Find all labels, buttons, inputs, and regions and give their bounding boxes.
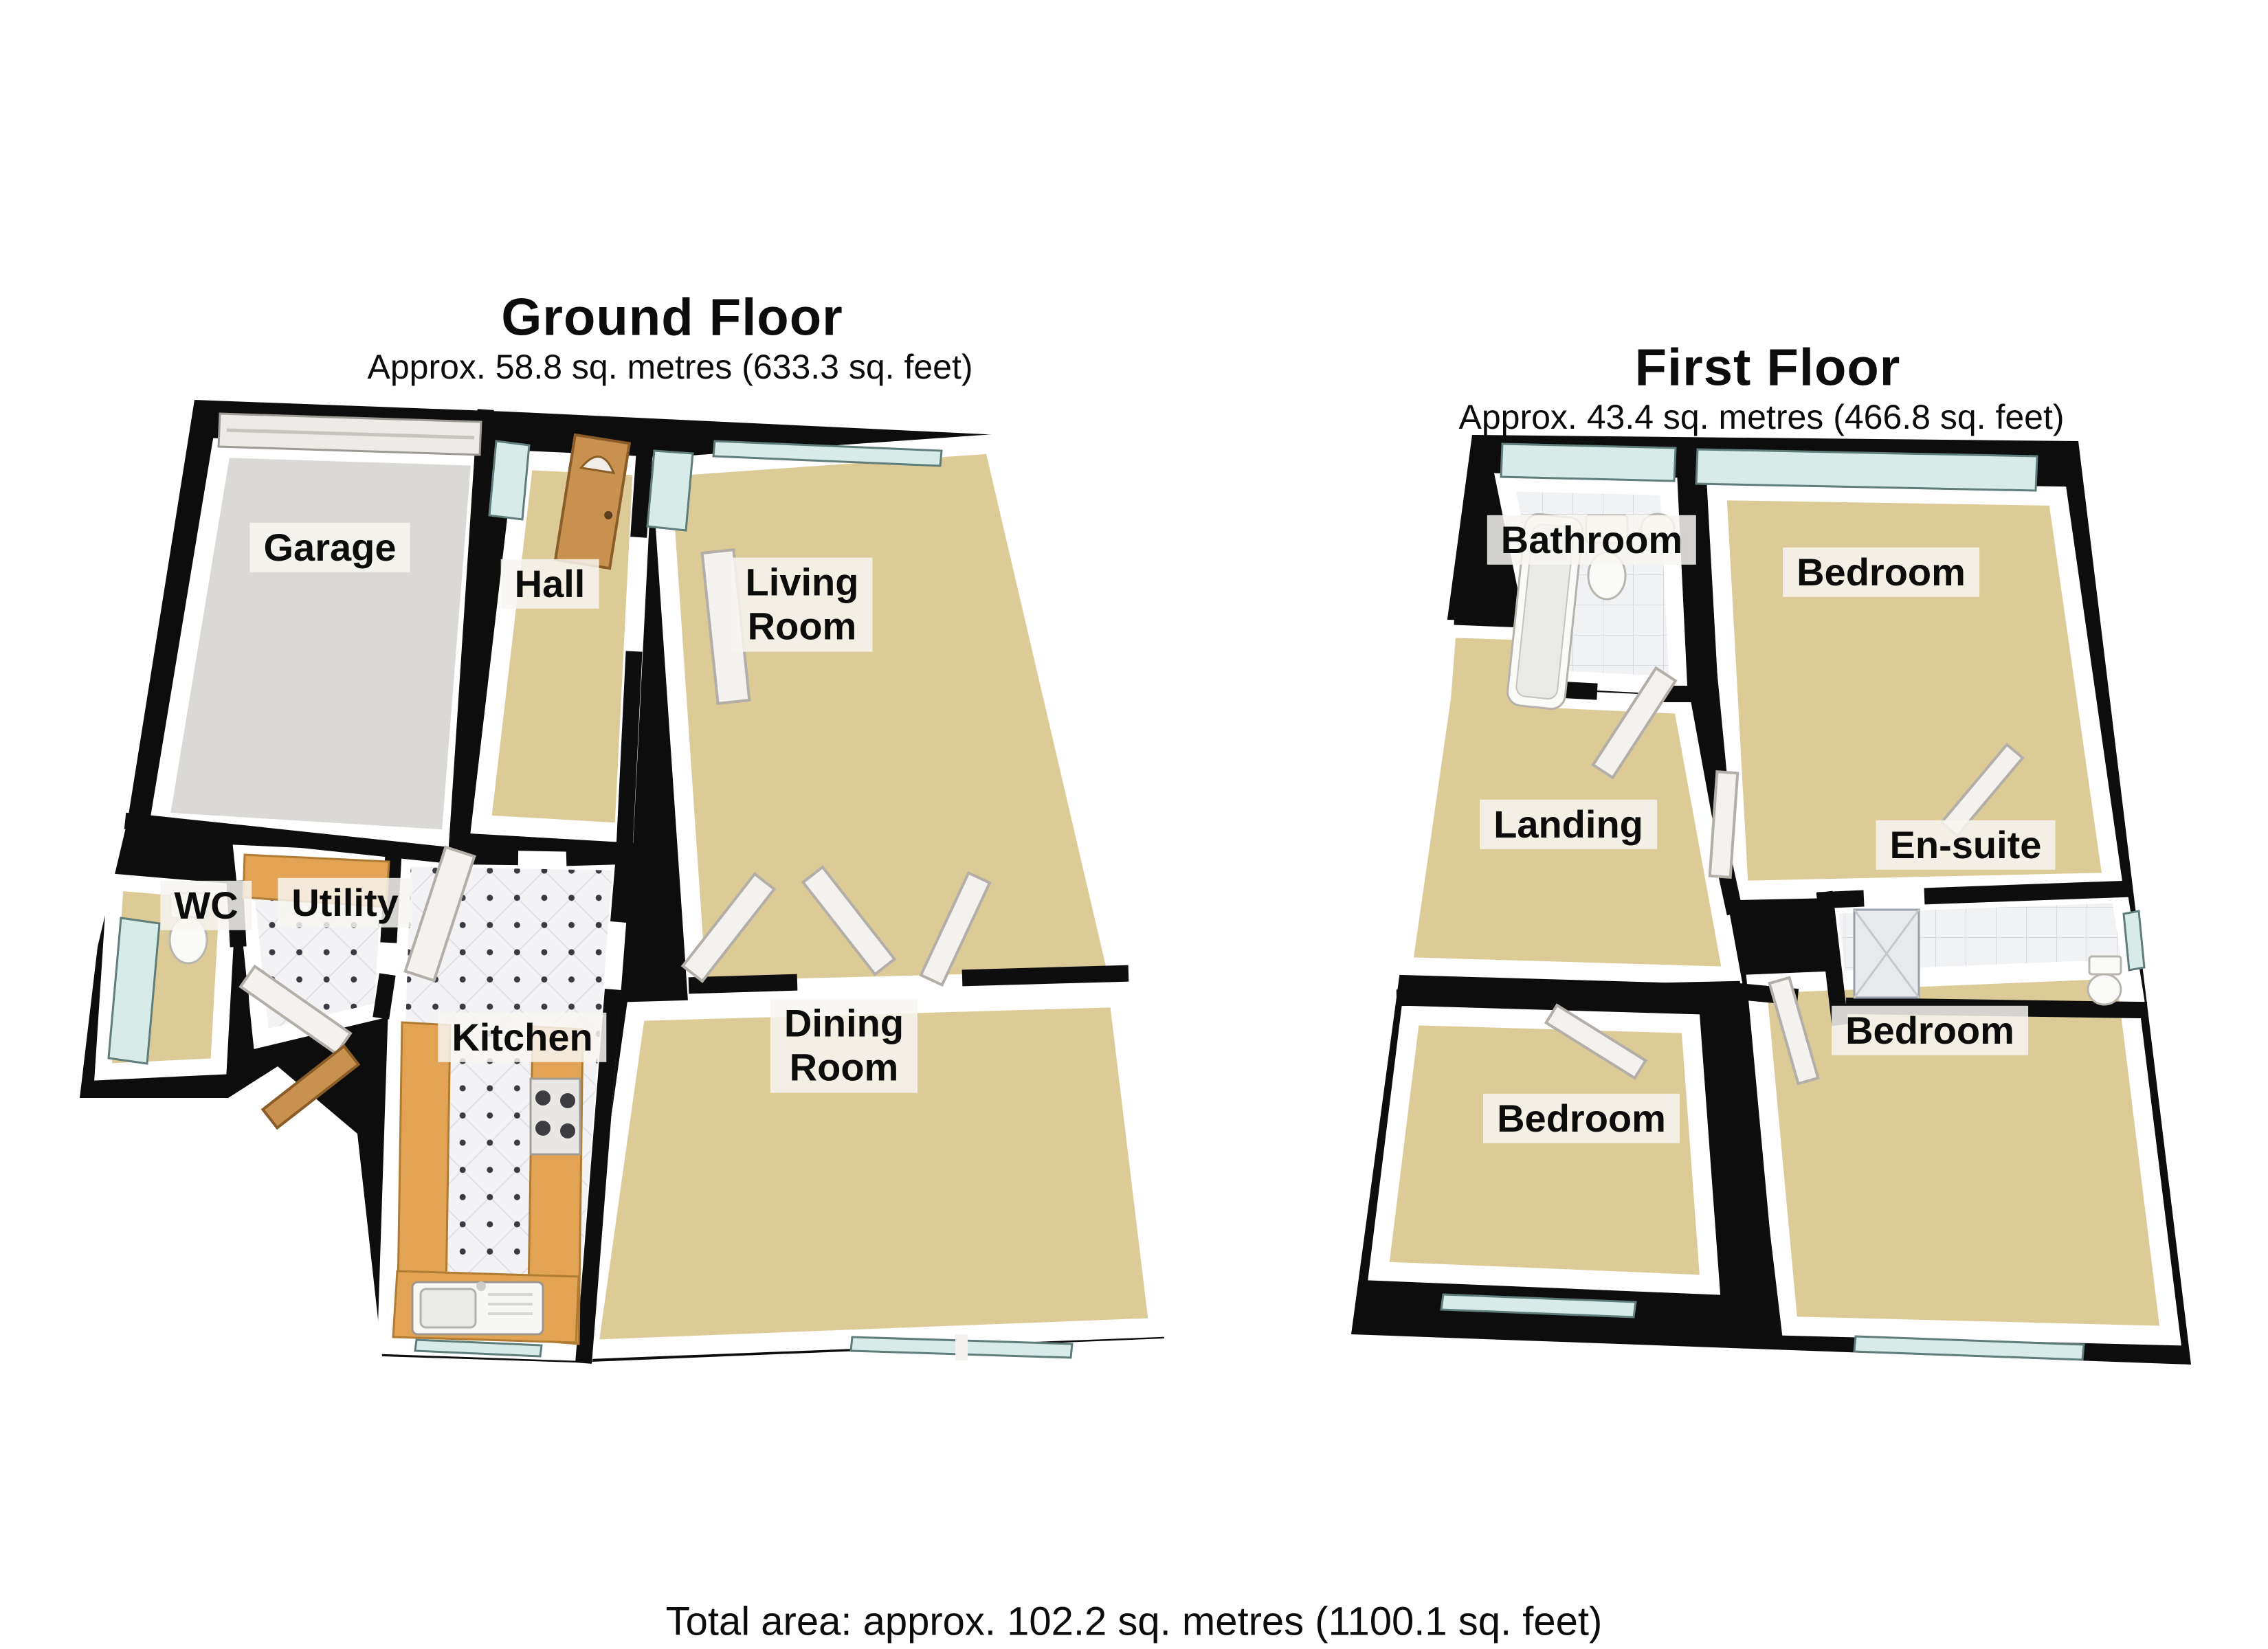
room-label-bedroom-1: Bedroom [1783, 547, 1979, 598]
first-floor-plan [1351, 435, 2191, 1365]
bedroom-2-floor [1746, 958, 2181, 1346]
ensuite-shower-icon [1853, 908, 1920, 999]
hall-sidelight-window-left [488, 440, 531, 521]
bedroom-3-window [1440, 1293, 1637, 1319]
bedroom-3-door [1544, 1003, 1648, 1080]
room-label-hall: Hall [500, 559, 599, 609]
room-label-landing: Landing [1480, 799, 1657, 850]
back-door [260, 1044, 361, 1130]
first-floor-title: First Floor [1634, 338, 1901, 397]
room-label-wc: WC [160, 880, 252, 931]
hall-sidelight-window-right [646, 449, 694, 532]
bathroom-door [1591, 666, 1678, 780]
room-label-bedroom-3: Bedroom [1483, 1093, 1680, 1144]
bedroom-1-door [1708, 770, 1739, 879]
total-area-text: Total area: approx. 102.2 sq. metres (11… [665, 1599, 1603, 1644]
room-label-dining-room: Dining Room [770, 998, 918, 1093]
wc-utility-door [238, 964, 353, 1056]
dining-patio-frame [955, 1334, 968, 1360]
living-dining-door [919, 871, 992, 987]
hall-kitchen-door [403, 845, 476, 983]
bedroom-2-window [1853, 1335, 2085, 1361]
room-label-kitchen: Kitchen [438, 1012, 607, 1063]
kitchen-hob [529, 1077, 581, 1156]
kitchen-sink [411, 1281, 544, 1336]
ensuite-window [2122, 910, 2146, 972]
kitchen-dining-door-left [680, 872, 777, 983]
room-label-garage: Garage [249, 522, 410, 573]
garage-door-line [226, 428, 475, 440]
dining-room-floor [577, 987, 1170, 1360]
ground-floor-title: Ground Floor [501, 288, 843, 347]
bedroom-2-door [1768, 976, 1820, 1086]
room-label-ensuite: En-suite [1876, 820, 2056, 871]
garage-floor [148, 438, 492, 850]
bedroom-1-window [1695, 448, 2038, 492]
room-label-utility: Utility [278, 877, 412, 928]
wc-bay-window [107, 917, 161, 1065]
bathroom-window [1500, 442, 1677, 482]
living-room-window [712, 440, 943, 467]
ground-floor-subtitle: Approx. 58.8 sq. metres (633.3 sq. feet) [367, 348, 973, 386]
room-label-living-room: Living Room [731, 557, 873, 652]
room-label-bedroom-2: Bedroom [1832, 1005, 2028, 1056]
room-label-bathroom: Bathroom [1487, 515, 1697, 565]
bedroom-3-floor [1368, 1005, 1721, 1295]
kitchen-window [414, 1338, 543, 1358]
kitchen-dining-door-right [801, 865, 897, 976]
first-floor-subtitle: Approx. 43.4 sq. metres (466.8 sq. feet) [1458, 398, 2065, 436]
ensuite-toilet-icon [2087, 955, 2122, 1006]
